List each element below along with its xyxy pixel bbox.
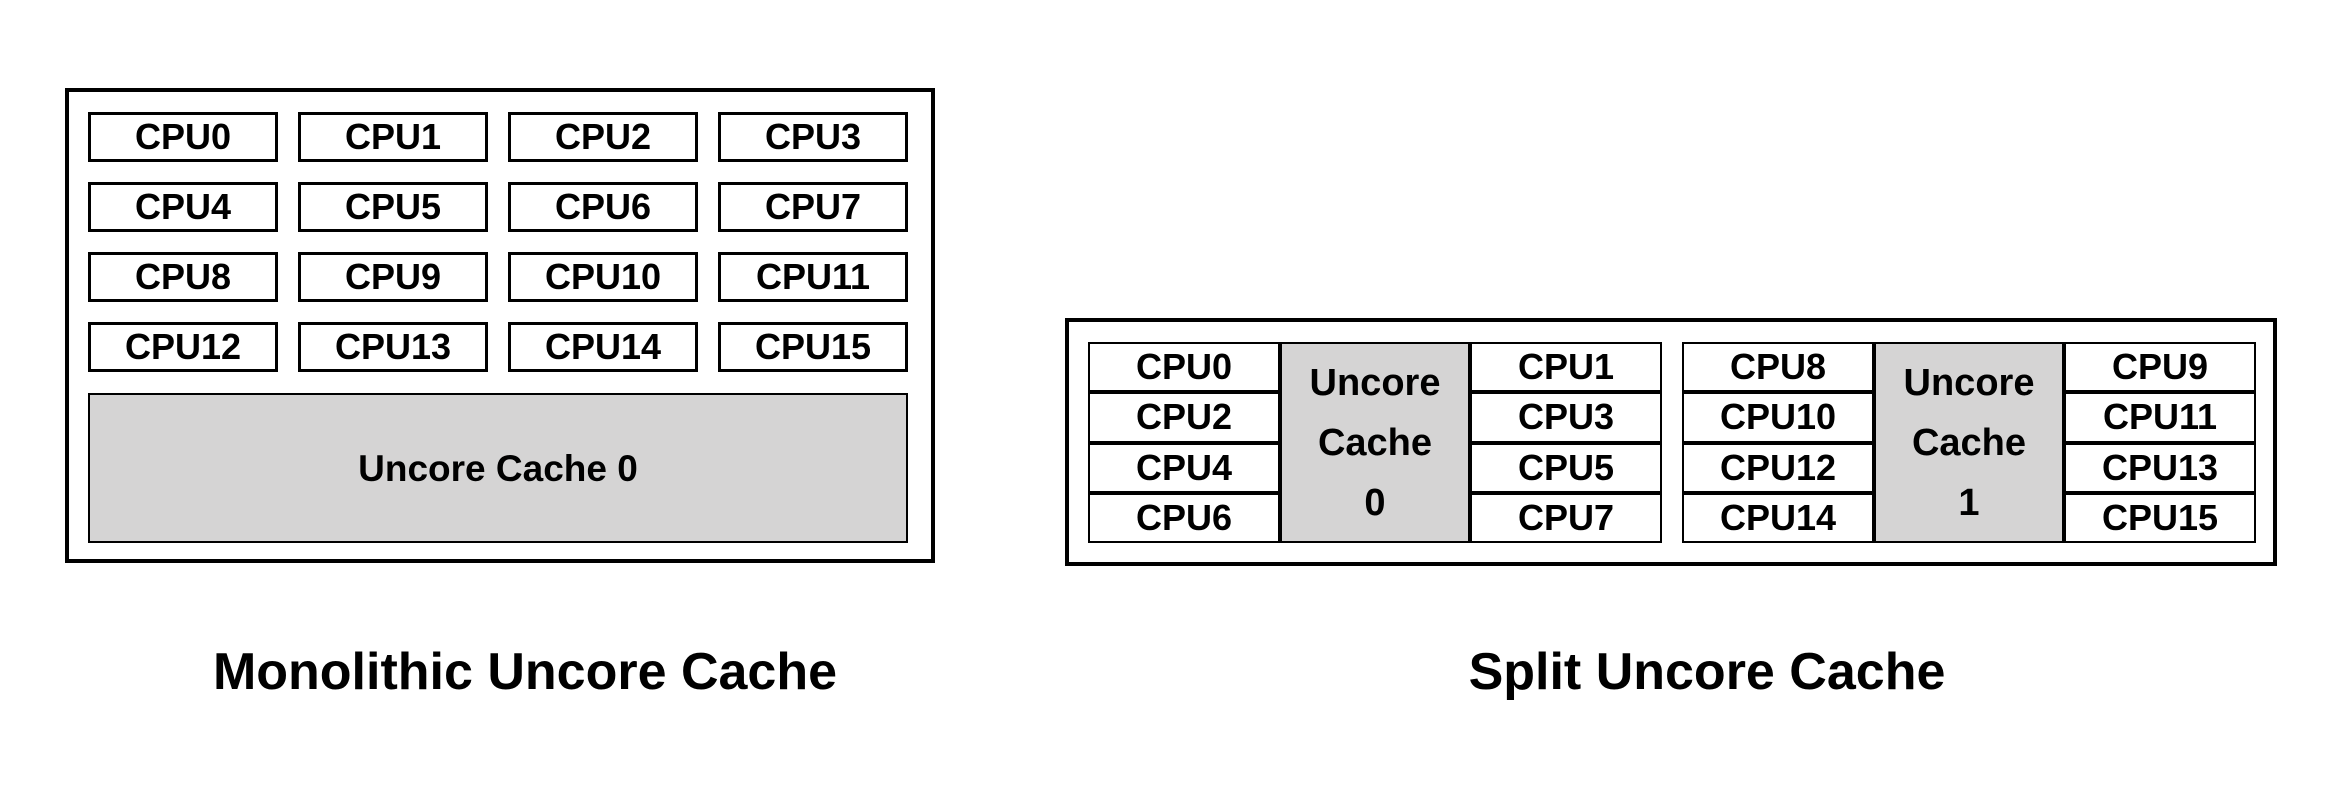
cpu-box: CPU11 bbox=[718, 252, 908, 302]
cpu-cell: CPU6 bbox=[1088, 492, 1280, 543]
split-diagram-box: CPU0 CPU2 CPU4 CPU6 Uncore Cache 0 CPU1 … bbox=[1065, 318, 2277, 566]
uncore-cache-0-cell: Uncore Cache 0 bbox=[1280, 342, 1470, 543]
cpu-cell: CPU7 bbox=[1470, 492, 1662, 543]
monolithic-diagram-box: CPU0 CPU1 CPU2 CPU3 CPU4 CPU5 CPU6 CPU7 … bbox=[65, 88, 935, 563]
cpu-box: CPU10 bbox=[508, 252, 698, 302]
cpu-box: CPU2 bbox=[508, 112, 698, 162]
cpu-box: CPU1 bbox=[298, 112, 488, 162]
cpu-box: CPU4 bbox=[88, 182, 278, 232]
cpu-box: CPU0 bbox=[88, 112, 278, 162]
cpu-box: CPU14 bbox=[508, 322, 698, 372]
cpu-cell: CPU15 bbox=[2064, 492, 2256, 543]
cpu-box: CPU12 bbox=[88, 322, 278, 372]
cpu-cell: CPU12 bbox=[1682, 442, 1874, 493]
cpu-cell: CPU2 bbox=[1088, 392, 1280, 443]
split-cluster-1: CPU8 CPU10 CPU12 CPU14 Uncore Cache 1 CP… bbox=[1682, 342, 2256, 543]
cpu-cell: CPU9 bbox=[2064, 342, 2256, 393]
cpu-cell: CPU13 bbox=[2064, 442, 2256, 493]
cpu-cell: CPU14 bbox=[1682, 492, 1874, 543]
cpu-cell: CPU3 bbox=[1470, 392, 1662, 443]
cpu-box: CPU7 bbox=[718, 182, 908, 232]
monolithic-caption: Monolithic Uncore Cache bbox=[212, 643, 838, 701]
cpu-box: CPU13 bbox=[298, 322, 488, 372]
cpu-cell: CPU11 bbox=[2064, 392, 2256, 443]
cpu-cell: CPU8 bbox=[1682, 342, 1874, 393]
cpu-box: CPU6 bbox=[508, 182, 698, 232]
cpu-cell: CPU5 bbox=[1470, 442, 1662, 493]
uncore-cache-1-cell: Uncore Cache 1 bbox=[1874, 342, 2064, 543]
cpu-cell: CPU0 bbox=[1088, 342, 1280, 393]
split-caption: Split Uncore Cache bbox=[1468, 643, 1946, 701]
monolithic-cpu-grid: CPU0 CPU1 CPU2 CPU3 CPU4 CPU5 CPU6 CPU7 … bbox=[88, 112, 908, 372]
cpu-box: CPU15 bbox=[718, 322, 908, 372]
cpu-box: CPU8 bbox=[88, 252, 278, 302]
cpu-box: CPU3 bbox=[718, 112, 908, 162]
split-cluster-0: CPU0 CPU2 CPU4 CPU6 Uncore Cache 0 CPU1 … bbox=[1088, 342, 1662, 543]
uncore-cache-0-box: Uncore Cache 0 bbox=[88, 393, 908, 543]
cpu-cell: CPU4 bbox=[1088, 442, 1280, 493]
cpu-cell: CPU1 bbox=[1470, 342, 1662, 393]
cpu-box: CPU9 bbox=[298, 252, 488, 302]
cpu-box: CPU5 bbox=[298, 182, 488, 232]
cpu-cell: CPU10 bbox=[1682, 392, 1874, 443]
